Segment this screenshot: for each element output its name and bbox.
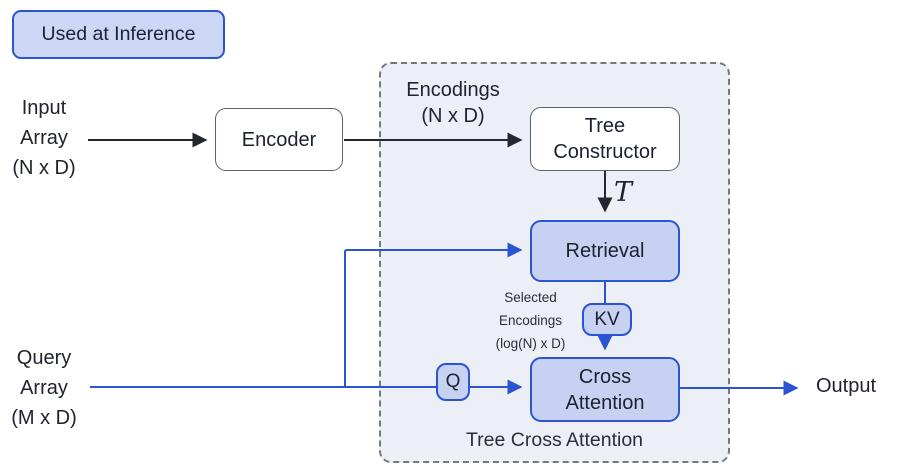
arrow-query-branch-to-retrieval (344, 242, 523, 387)
encodings-annotation: Encodings (N x D) (406, 79, 500, 127)
selected-encodings-annotation: Selected Encodings (log(N) x D) (495, 290, 566, 351)
tree-constructor-node: Tree Constructor (530, 107, 680, 171)
kv-label: KV (594, 308, 620, 330)
panel-title: Tree Cross Attention (465, 429, 644, 451)
query-array-label: Query Array (M x D) (11, 347, 77, 429)
used-at-inference-label: Used at Inference (41, 23, 196, 45)
kv-token: KV (582, 303, 632, 336)
encoder-label: Encoder (241, 128, 317, 151)
encoder-node: Encoder (215, 108, 343, 171)
input-array-label: Input Array (N x D) (12, 97, 76, 179)
retrieval-node: Retrieval (530, 220, 680, 282)
cross-attention-node: Cross Attention (530, 357, 680, 422)
output-label: Output (816, 375, 877, 397)
tree-symbol-label: T (614, 177, 633, 208)
q-token: Q (436, 363, 470, 401)
retrieval-label: Retrieval (565, 240, 645, 262)
q-label: Q (445, 371, 461, 392)
used-at-inference-legend: Used at Inference (12, 10, 225, 59)
